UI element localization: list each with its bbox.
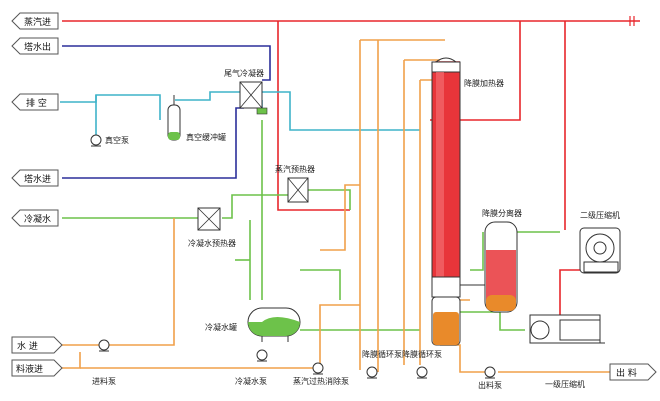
- condensate-tank: 冷凝水罐: [205, 307, 301, 342]
- io-discharge-label: 出 料: [616, 367, 637, 379]
- vacuum-tank-label: 真空缓冲罐: [186, 132, 226, 142]
- cooling-water-lines: [62, 45, 271, 179]
- io-water-in-label: 水 进: [17, 340, 38, 352]
- stage2-compressor: 二级压缩机: [579, 210, 621, 274]
- vacuum-pump-label: 真空泵: [105, 135, 129, 145]
- vacuum-buffer-tank: 真空缓冲罐: [167, 95, 226, 142]
- io-tower-water-out: 塔水出: [11, 37, 59, 55]
- vacuum-lines: [60, 91, 420, 135]
- feed-pump: 进料泵: [92, 339, 116, 386]
- condensate-pump-label: 冷凝水泵: [235, 376, 267, 386]
- condensate-pump: 冷凝水泵: [235, 349, 268, 386]
- condensate-preheater: 冷凝水预热器: [188, 207, 236, 248]
- stage1-compressor: 一级压缩机: [529, 314, 605, 389]
- discharge-pump: 出料泵: [478, 366, 502, 390]
- falling-film-circ-pump-1: 降膜循环泵: [362, 349, 402, 379]
- io-water-in: 水 进: [11, 336, 63, 354]
- vacuum-pump: 真空泵: [90, 134, 129, 147]
- falling-film-separator-label: 降膜分离器: [482, 208, 522, 218]
- falling-film-circ-pump-2-label: 降膜循环泵: [402, 349, 442, 359]
- tail-gas-condenser: 尾气冷凝器: [224, 68, 268, 115]
- discharge-pump-label: 出料泵: [478, 380, 502, 390]
- stage1-compressor-label: 一级压缩机: [545, 379, 585, 389]
- falling-film-heater: 降膜加热器: [431, 57, 504, 346]
- io-vent-label: 排 空: [26, 97, 47, 109]
- feed-pump-label: 进料泵: [92, 376, 116, 386]
- feed-lines: [62, 39, 620, 373]
- steam-lines: [62, 16, 640, 331]
- falling-film-heater-label: 降膜加热器: [464, 78, 504, 88]
- condensate-tank-label: 冷凝水罐: [205, 322, 237, 332]
- desuperheater-pump: 蒸汽过热消除泵: [293, 362, 349, 386]
- desuperheater-pump-label: 蒸汽过热消除泵: [293, 376, 349, 386]
- condensate-preheater-label: 冷凝水预热器: [188, 238, 236, 248]
- falling-film-circ-pump-1-label: 降膜循环泵: [362, 349, 402, 359]
- io-tower-water-out-label: 塔水出: [24, 41, 51, 53]
- io-steam-in-label: 蒸汽进: [24, 16, 51, 28]
- io-discharge: 出 料: [609, 363, 657, 381]
- stage2-compressor-label: 二级压缩机: [580, 210, 620, 220]
- steam-preheater-label: 蒸汽预热器: [275, 164, 315, 174]
- io-tower-water-in-label: 塔水进: [24, 173, 51, 185]
- io-vent: 排 空: [11, 93, 59, 111]
- falling-film-circ-pump-2: 降膜循环泵: [402, 349, 442, 379]
- io-steam-in: 蒸汽进: [11, 12, 59, 30]
- io-feed-in-label: 料液进: [16, 363, 43, 375]
- io-tower-water-in: 塔水进: [11, 169, 59, 187]
- io-condensate-water-label: 冷凝水: [24, 213, 51, 225]
- io-feed-in: 料液进: [11, 359, 63, 377]
- io-condensate-water: 冷凝水: [11, 209, 59, 227]
- tail-gas-condenser-label: 尾气冷凝器: [224, 68, 264, 78]
- falling-film-separator: 降膜分离器: [460, 208, 522, 313]
- steam-preheater: 蒸汽预热器: [275, 164, 315, 203]
